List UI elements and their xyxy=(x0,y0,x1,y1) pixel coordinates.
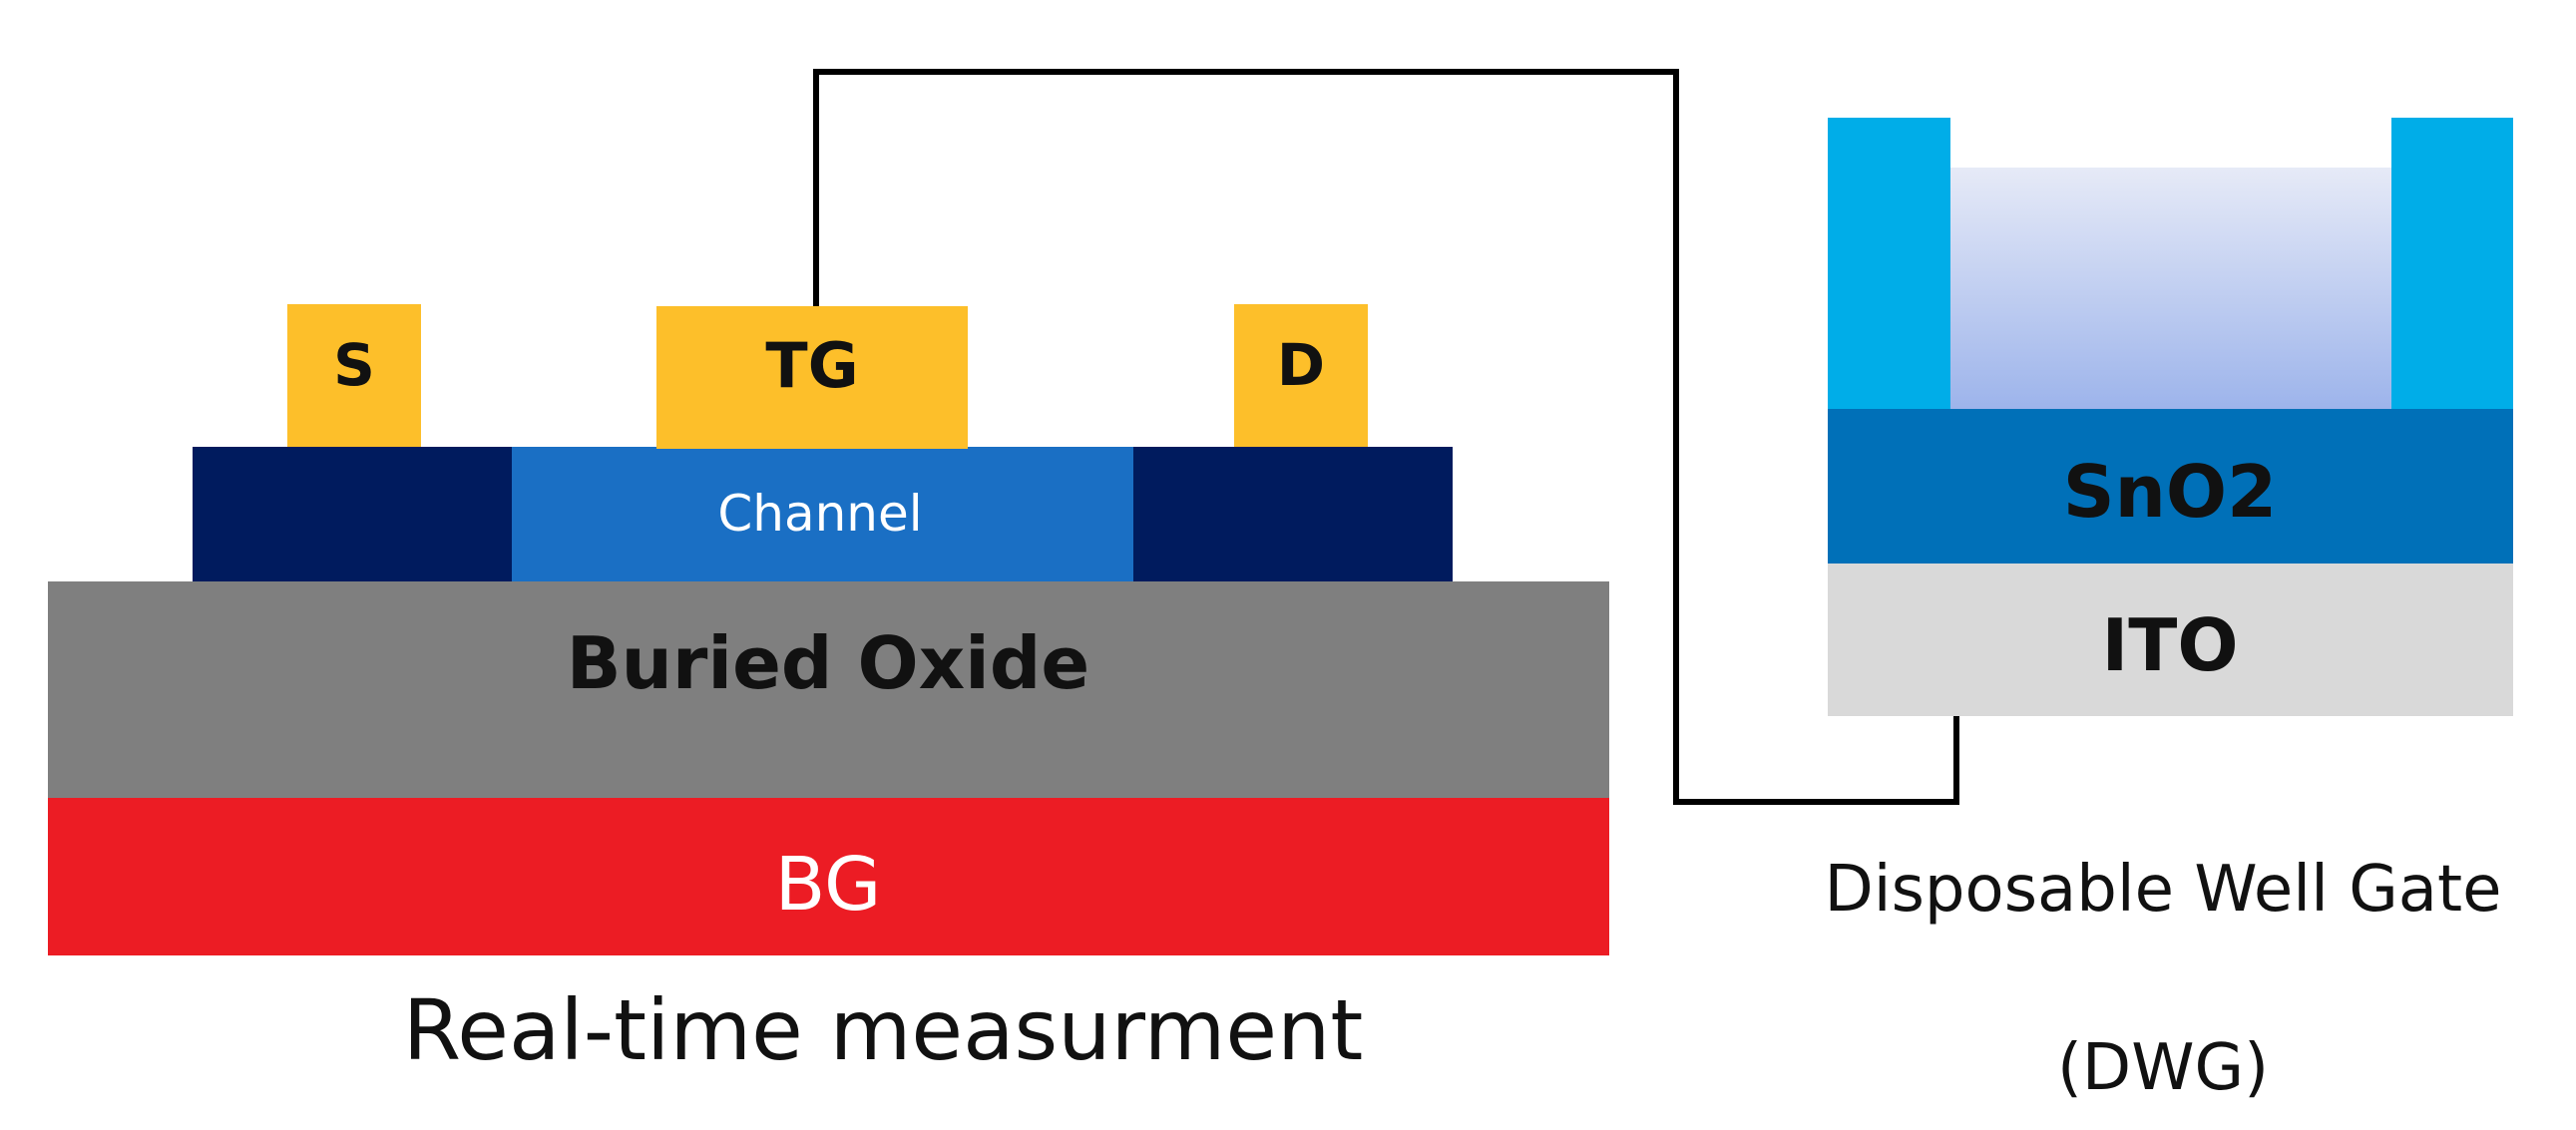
drain-region xyxy=(1133,447,1453,581)
buried-oxide-layer xyxy=(48,581,1609,798)
ito-label: ITO xyxy=(2101,603,2238,687)
channel-label: Channel xyxy=(717,485,922,543)
buried-oxide-label: Buried Oxide xyxy=(567,621,1089,705)
well-wall-left xyxy=(1828,118,1950,409)
channel-region xyxy=(512,447,1133,581)
ito-layer xyxy=(1828,564,2513,716)
source-electrode xyxy=(287,304,421,447)
dwg-caption-line1: Disposable Well Gate xyxy=(1825,853,2502,927)
sno2-layer xyxy=(1828,409,2513,564)
source-label: S xyxy=(333,331,375,399)
drain-electrode xyxy=(1234,304,1368,447)
top-gate-electrode xyxy=(656,306,968,449)
well-liquid xyxy=(1950,168,2391,409)
device-caption: Real-time measurment xyxy=(403,981,1364,1079)
dwg-caption-line2: (DWG) xyxy=(2057,1031,2269,1105)
sno2-label: SnO2 xyxy=(2063,450,2277,534)
drain-label: D xyxy=(1277,331,1325,399)
top-gate-label: TG xyxy=(765,329,858,402)
source-region xyxy=(193,447,512,581)
well-wall-right xyxy=(2391,118,2513,409)
back-gate-layer xyxy=(48,798,1609,955)
connecting-wire xyxy=(813,69,1959,805)
back-gate-label: BG xyxy=(775,842,882,928)
